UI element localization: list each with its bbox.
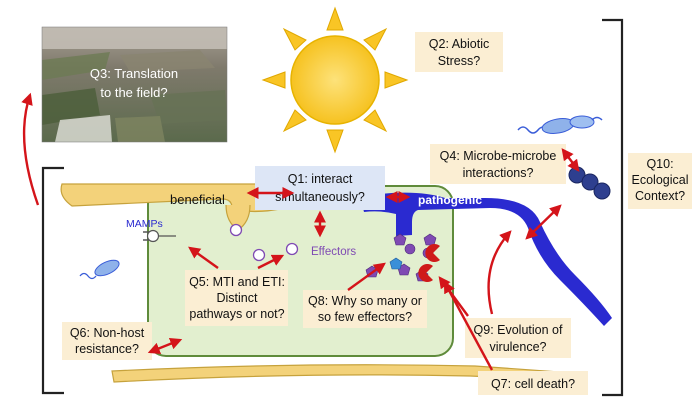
arrow-q5-right (257, 254, 285, 270)
arrow-q5-left (188, 246, 219, 269)
q3-label-line2: to the field? (100, 85, 167, 100)
q8-line2: so few effectors? (318, 310, 412, 324)
arrow-q7 (443, 280, 494, 371)
field-photo (41, 26, 228, 143)
q10-box (628, 153, 692, 209)
mamp-receptor-icon (143, 229, 176, 243)
arrow-q6 (147, 337, 183, 355)
q2-line2: Stress? (438, 54, 480, 68)
beneficial-label: beneficial (170, 192, 225, 207)
sun-icon (261, 6, 409, 154)
mamps-label: MAMPs (126, 218, 163, 230)
effector-blue (389, 257, 403, 270)
bacteria-icon (517, 115, 603, 134)
q5-line1: Q5: MTI and ETI: (189, 275, 285, 289)
q2-box (415, 32, 503, 72)
q6-box (62, 322, 152, 360)
arrow-q8 (347, 262, 386, 291)
q8-line1: Q8: Why so many or (308, 294, 422, 308)
pathogenic-hypha (360, 192, 612, 326)
arrow-q10 (525, 204, 562, 240)
cocci-chain-icon (568, 166, 611, 200)
effector-circle-2 (285, 242, 299, 256)
q10-line2: Ecological (632, 173, 689, 187)
q1-line2: simultaneously? (275, 190, 365, 204)
q1-line1: Q1: interact (288, 172, 353, 186)
q5-box (185, 270, 288, 326)
q2-line1: Q2: Abiotic (429, 37, 489, 51)
effectors-label: Effectors (311, 246, 356, 258)
bacterium-icon (79, 259, 120, 280)
q3-label-line1: Q3: Translation (90, 66, 178, 81)
beneficial-effector (229, 223, 243, 237)
right-bracket (602, 18, 624, 397)
q7-line1: Q7: cell death? (491, 377, 575, 391)
q6-line1: Q6: Non-host (70, 326, 145, 340)
q5-line3: pathways or not? (189, 307, 284, 321)
effector-circle-1 (252, 248, 266, 262)
q8-box (303, 290, 427, 328)
q4-line1: Q4: Microbe-microbe (440, 149, 557, 163)
q4-box (430, 144, 566, 184)
left-bracket (41, 166, 64, 395)
arrows (21, 92, 580, 371)
q9-line2: virulence? (490, 340, 547, 354)
q5-line2: Distinct (217, 291, 259, 305)
arrow-q3 (21, 92, 40, 206)
q4-line2: interactions? (463, 166, 534, 180)
arrow-q4 (561, 148, 580, 172)
q10-line3: Context? (635, 189, 685, 203)
q6-line2: resistance? (75, 342, 139, 356)
pathogenic-label: pathogenic (418, 193, 482, 207)
q7-box (478, 371, 588, 395)
q9-line1: Q9: Evolution of (474, 323, 563, 337)
arrow-q9-up (487, 230, 512, 315)
q10-line1: Q10: (646, 157, 673, 171)
